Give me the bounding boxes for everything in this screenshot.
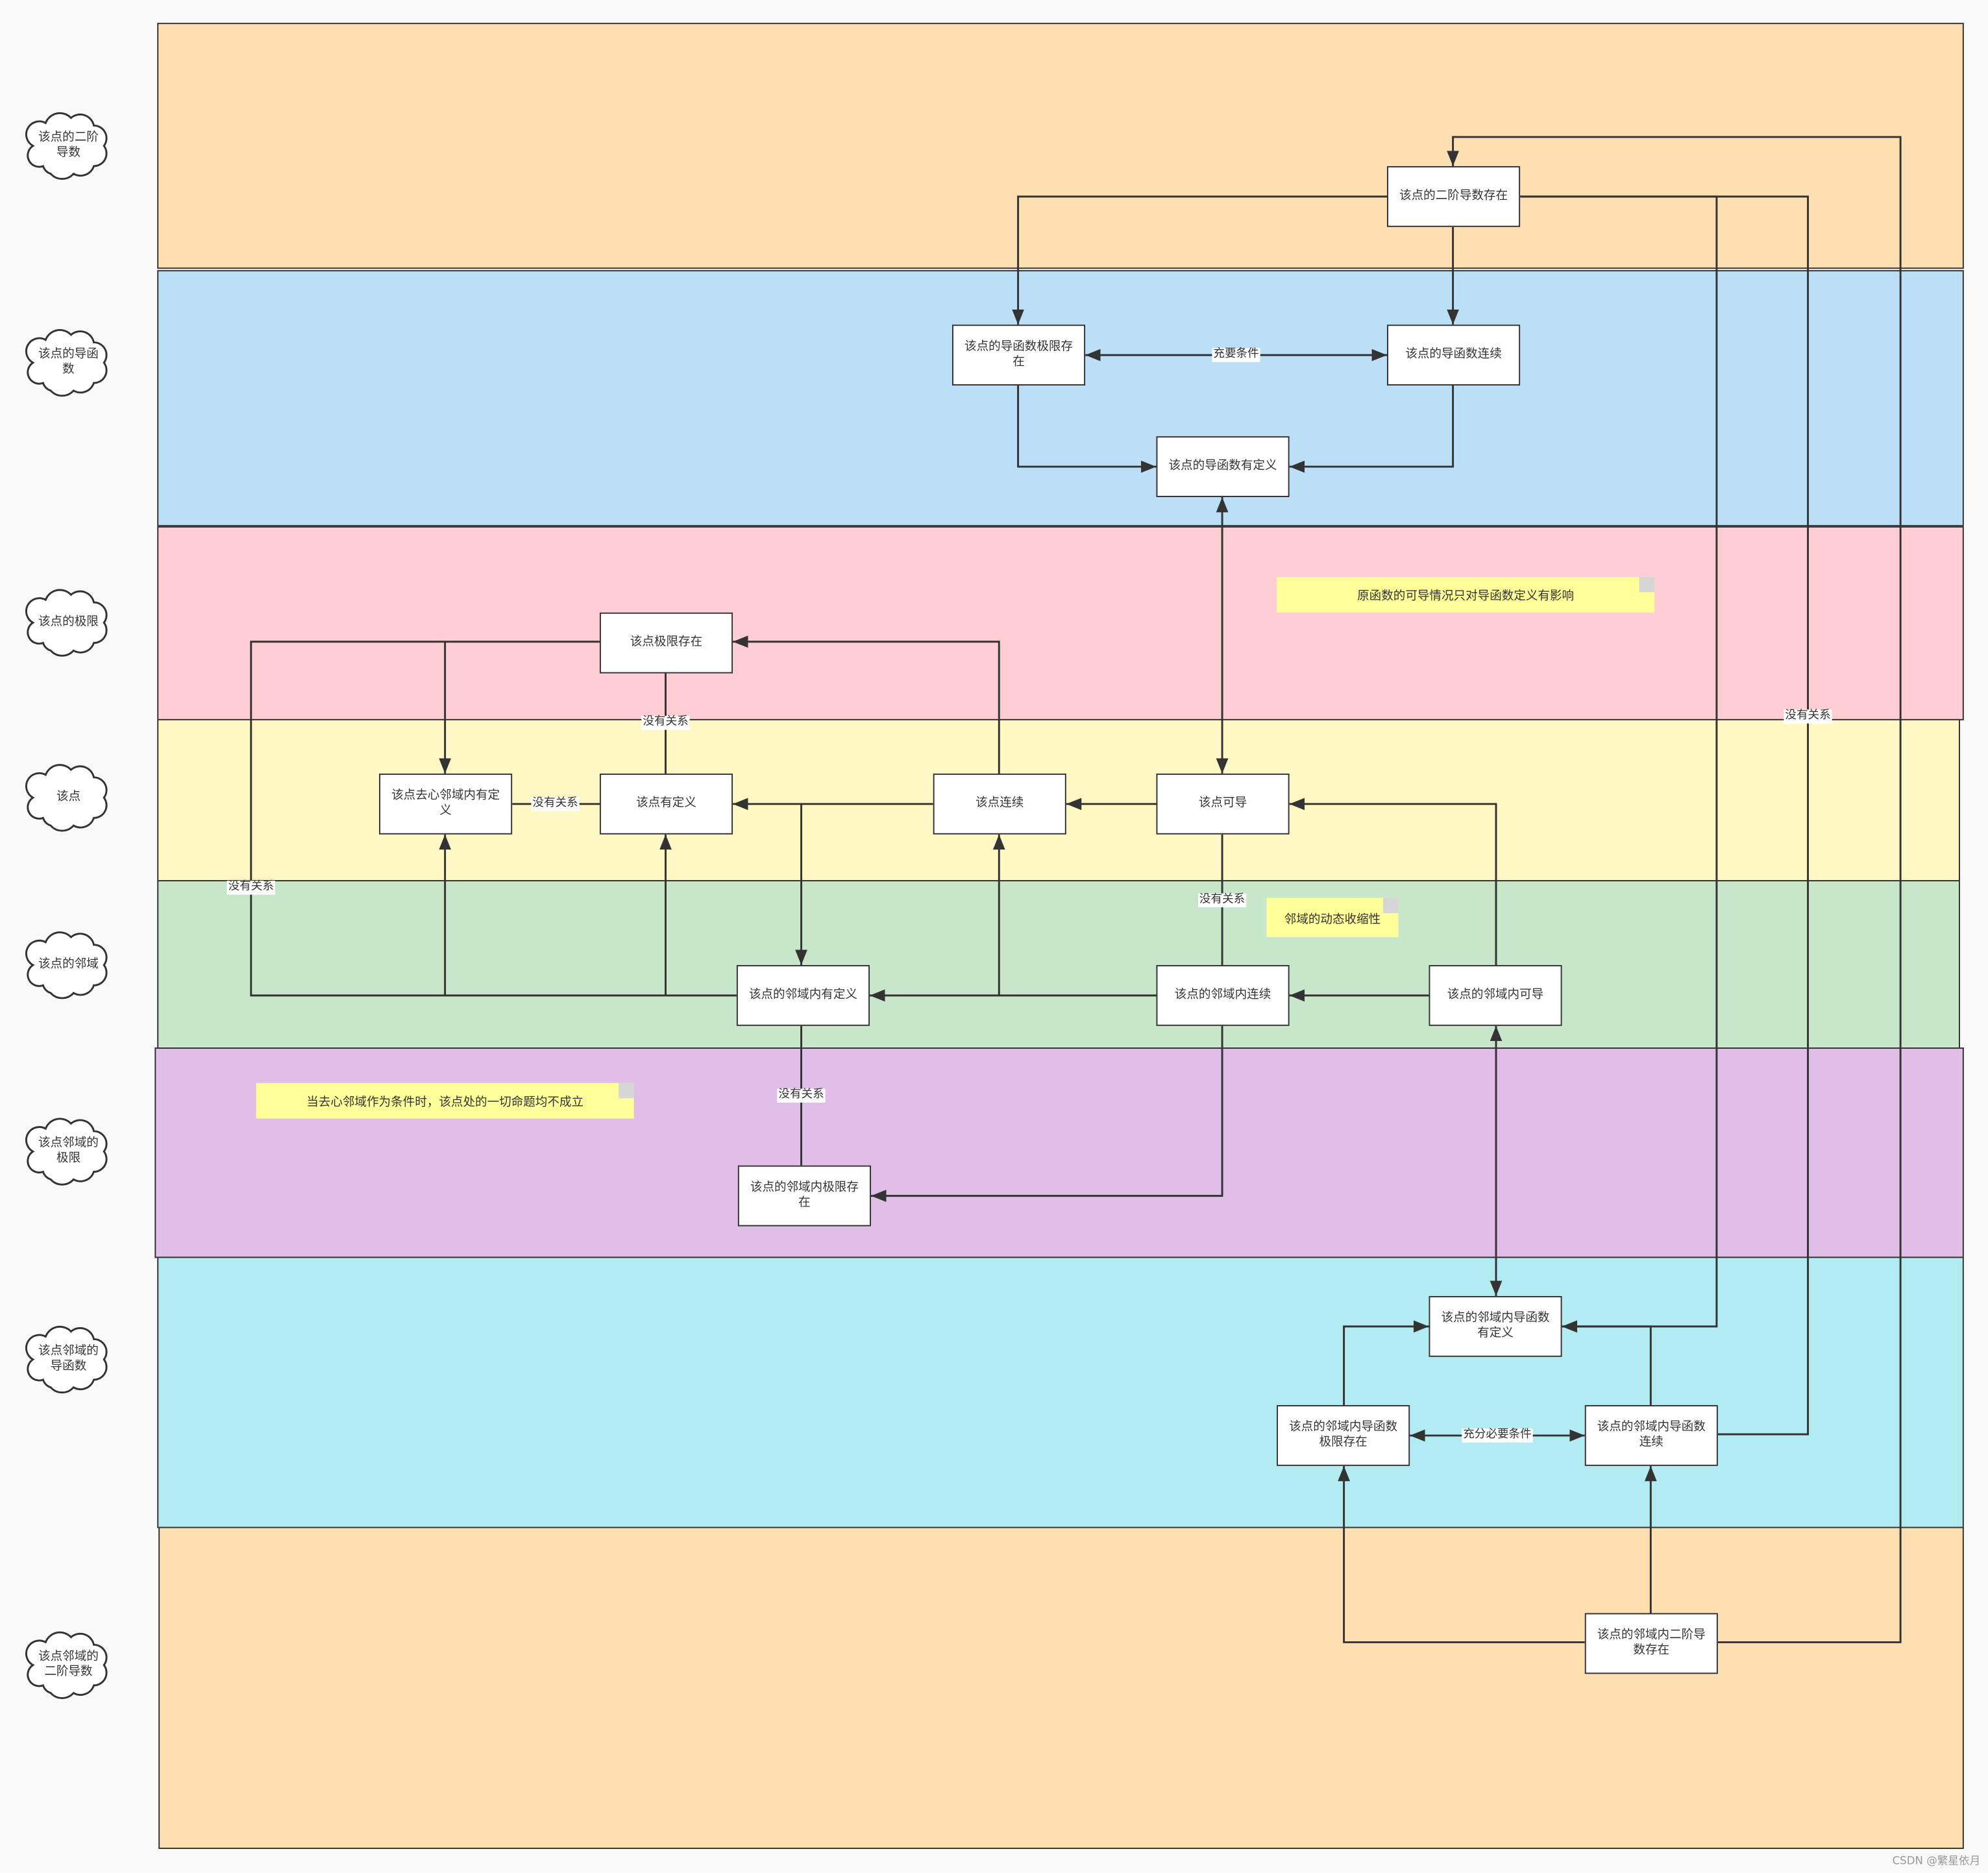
lane-neighborhood-limit [154,1047,1964,1258]
arrow-edge [870,1025,1223,1203]
lane-label-derivative: 该点的导函数 [23,327,114,398]
node-point-continuous[interactable]: 该点连续 [933,773,1066,835]
connector-line [1520,195,1810,1436]
note-derivative-definition: 原函数的可导情况只对导函数定义有影响 [1277,577,1655,613]
node-derivative-continuous[interactable]: 该点的导函数连续 [1387,324,1521,386]
arrow-edge [1012,195,1388,325]
node-neighborhood-continuous[interactable]: 该点的邻域内连续 [1156,964,1290,1026]
lane-label-second-derivative: 该点的二阶导数 [23,110,114,181]
node-point-differentiable[interactable]: 该点可导 [1156,773,1290,835]
edge-label-no-relation: 没有关系 [1784,709,1832,724]
arrow-edge [1017,386,1157,473]
lane-label-neighborhood-derivative: 该点邻域的导函数 [23,1324,114,1395]
cloud-shape [25,112,108,180]
node-point-defined[interactable]: 该点有定义 [599,773,733,835]
arrow-edge [733,635,1000,774]
lane-label-neighborhood-limit: 该点邻域的极限 [23,1116,114,1187]
watermark: CSDN @繁星依月 [1892,1855,1981,1868]
node-neighborhood-derivative-continuous[interactable]: 该点的邻域内导函数连续 [1584,1405,1718,1466]
edge-label-no-relation: 没有关系 [531,797,580,811]
edge-label-no-relation: 没有关系 [641,716,690,730]
node-neighborhood-defined[interactable]: 该点的邻域内有定义 [736,964,870,1026]
lane-second-derivative [157,23,1964,269]
node-limit-exists[interactable]: 该点极限存在 [599,612,733,674]
arrow-edge [1520,195,1718,1333]
arrow-edge [1343,1320,1429,1406]
edge-label-nbhd-iff: 充分必要条件 [1462,1428,1533,1443]
lane-label-point: 该点 [23,762,114,833]
node-derivative-limit-exists[interactable]: 该点的导函数极限存在 [952,324,1086,386]
edge-label-iff: 充要条件 [1212,348,1260,362]
node-punctured-defined[interactable]: 该点去心邻域内有定义 [379,773,513,835]
node-neighborhood-limit-exists[interactable]: 该点的邻域内极限存在 [737,1165,871,1227]
arrow-edge [1562,1320,1652,1406]
node-neighborhood-derivative-limit[interactable]: 该点的邻域内导函数极限存在 [1277,1405,1410,1466]
edge-label-no-relation: 没有关系 [1197,893,1247,908]
node-second-derivative-exists[interactable]: 该点的二阶导数存在 [1387,165,1521,227]
note-punctured-neighborhood: 当去心邻域作为条件时，该点处的一切命题均不成立 [256,1083,634,1119]
lane-label-neighborhood: 该点的邻域 [23,929,114,1000]
node-neighborhood-differentiable[interactable]: 该点的邻域内可导 [1429,964,1562,1026]
lane-neighborhood-derivative [157,1256,1964,1528]
connector-line [250,641,737,997]
arrow-edge [1338,1465,1585,1643]
lane-derivative [157,270,1964,526]
arrow-edge [1289,386,1454,473]
arrow-edge [1447,136,1902,1643]
node-neighborhood-derivative-defined[interactable]: 该点的邻域内导函数有定义 [1429,1295,1562,1357]
note-dynamic-shrinking: 邻域的动态收缩性 [1266,898,1399,938]
lane-label-neighborhood-second-derivative: 该点邻域的二阶导数 [23,1630,114,1700]
edge-label-no-relation: 没有关系 [777,1088,826,1103]
arrow-edge [1289,798,1497,965]
lane-neighborhood [157,880,1960,1049]
lane-label-limit: 该点的极限 [23,587,114,658]
edge-label-no-relation: 没有关系 [227,881,275,895]
node-derivative-defined[interactable]: 该点的导函数有定义 [1156,436,1290,497]
node-neighborhood-second-derivative[interactable]: 该点的邻域内二阶导数存在 [1584,1613,1718,1674]
lane-neighborhood-second-derivative [158,1526,1964,1849]
